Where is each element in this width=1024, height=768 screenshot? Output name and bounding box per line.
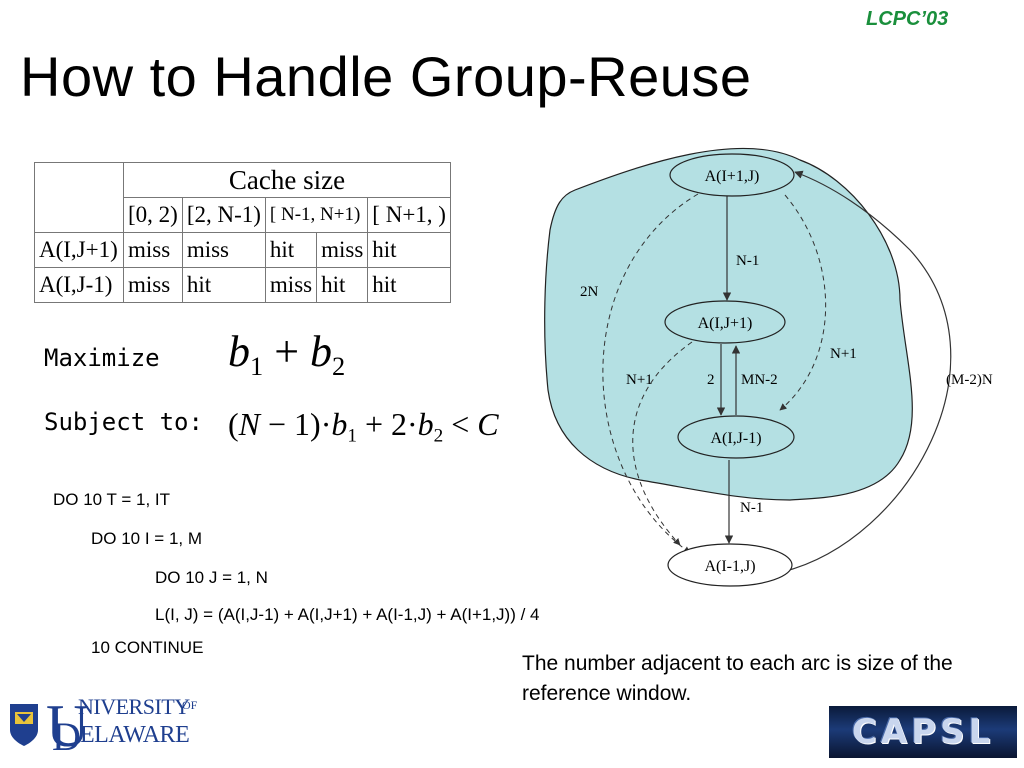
subject-to-label: Subject to: <box>44 408 203 436</box>
capsl-text: CAPSL <box>851 712 995 752</box>
conference-tag: LCPC’03 <box>866 8 949 30</box>
node-a-i-j1: A(I,J+1) <box>664 300 786 344</box>
node-a-i1-j: A(I+1,J) <box>669 153 795 197</box>
table-row: A(I,J-1) miss hit miss hit hit <box>34 267 451 303</box>
cache-table: Cache size [0, 2) [2, N-1) [ N-1, N+1) [… <box>34 162 451 303</box>
objective-b2: b <box>310 327 333 376</box>
table-cell: hit <box>316 267 369 303</box>
edge-dashed-left-n1 <box>632 341 693 546</box>
objective-b1: b <box>228 327 250 376</box>
edge-label: N+1 <box>830 346 857 362</box>
constraint-dot-2: · <box>407 406 418 442</box>
column-header: [0, 2) <box>123 197 183 233</box>
row-label: A(I,J-1) <box>34 267 124 303</box>
edge-label: N-1 <box>740 500 763 516</box>
table-cell: hit <box>367 232 451 268</box>
node-label: A(I+1,J) <box>705 168 760 185</box>
code-line: DO 10 I = 1, M <box>91 529 203 548</box>
capsl-logo: CAPSL <box>829 706 1017 758</box>
maximize-label: Maximize <box>44 344 160 372</box>
edge-label: 2N <box>580 284 599 300</box>
svg-text:U: U <box>46 693 89 756</box>
edge-dashed-right-n1 <box>779 194 827 411</box>
table-cell: miss <box>123 232 183 268</box>
constraint-sub1: 1 <box>347 425 357 447</box>
node-a-i-jm1: A(I,J-1) <box>677 415 795 459</box>
figure-note: The number adjacent to each arc is size … <box>522 652 953 705</box>
constraint-open: ( <box>228 406 239 442</box>
row-label: A(I,J+1) <box>34 232 124 268</box>
constraint-plus-two: + 2 <box>356 406 407 442</box>
node-label: A(I,J-1) <box>710 430 761 447</box>
edge-outer-loop <box>781 170 952 573</box>
code-line: 10 CONTINUE <box>91 638 204 657</box>
edge-label: 2 <box>707 372 715 388</box>
edge-label: (M-2)N <box>946 372 993 388</box>
constraint-minus-one: − 1) <box>260 406 321 442</box>
code-line: DO 10 J = 1, N <box>155 568 268 587</box>
constraint-formula: (N − 1)·b1 + 2·b2 < C <box>228 406 499 448</box>
university-line1: NIVERSITY <box>78 694 190 719</box>
slide-title: How to Handle Group-Reuse <box>20 45 752 108</box>
table-cell: hit <box>181 267 266 303</box>
university-line2: ELAWARE <box>80 722 190 748</box>
edge-dashed-2n <box>602 193 699 554</box>
node-label: A(I-1,J) <box>704 558 755 575</box>
constraint-dot: · <box>320 406 332 442</box>
edge-label: N-1 <box>736 253 759 269</box>
edge-label: MN-2 <box>741 372 778 388</box>
table-cell: hit <box>264 232 318 268</box>
shield-icon: U D <box>10 693 89 756</box>
objective-plus: + <box>274 327 300 376</box>
constraint-b2: b <box>417 406 434 442</box>
node-label: A(I,J+1) <box>698 315 753 332</box>
table-cell: hit <box>367 267 451 303</box>
table-cell: miss <box>264 267 318 303</box>
node-a-im1-j: A(I-1,J) <box>667 543 793 587</box>
objective-formula: b1 + b2 <box>228 326 345 382</box>
cache-size-header: Cache size <box>123 162 451 198</box>
table-cell: miss <box>123 267 183 303</box>
university-logo: U D NIVERSITY OF ELAWARE <box>6 690 206 756</box>
constraint-b1: b <box>331 406 348 442</box>
constraint-n: N <box>238 406 260 442</box>
constraint-sub2: 2 <box>433 425 444 447</box>
code-line: DO 10 T = 1, IT <box>53 490 171 509</box>
constraint-c: C <box>477 406 499 442</box>
column-header: [ N-1, N+1) <box>264 197 369 233</box>
objective-sub2: 2 <box>332 351 346 382</box>
university-of: OF <box>182 698 198 712</box>
objective-sub1: 1 <box>250 351 264 382</box>
edge-label: N+1 <box>626 372 653 388</box>
code-line: L(I, J) = (A(I,J-1) + A(I,J+1) + A(I-1,J… <box>155 605 540 624</box>
svg-text:D: D <box>52 714 81 756</box>
constraint-lt: < <box>443 406 478 442</box>
